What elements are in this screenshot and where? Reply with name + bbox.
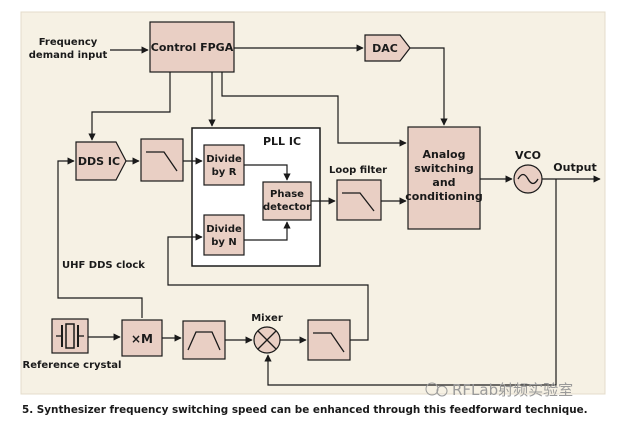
dac-label: DAC (372, 42, 398, 55)
dds-ic-label: DDS IC (78, 155, 120, 168)
phase-detector-label-2: detector (263, 202, 311, 213)
analog-conditioning-block (407, 126, 481, 230)
divide-by-n-block (203, 214, 245, 256)
vco-label: VCO (515, 149, 541, 162)
signal-lines (57, 44, 601, 386)
lowpass-filter-2 (307, 319, 351, 361)
crystal-icon (56, 323, 84, 349)
watermark-text: RFLab射频实验室 (452, 381, 573, 399)
analog-label-3: and (432, 176, 455, 189)
control-fpga-label: Control FPGA (151, 41, 234, 54)
divide-by-n-label-1: Divide (206, 224, 242, 235)
control-fpga-block (149, 21, 235, 73)
loop-filter-block (336, 179, 382, 221)
lowpass-filter-1-icon (146, 151, 178, 172)
loop-filter-icon (342, 192, 375, 212)
loop-filter-label: Loop filter (329, 165, 387, 176)
figure-caption: 5. Synthesizer frequency switching speed… (22, 404, 588, 416)
analog-label-1: Analog (423, 148, 466, 161)
multiplier-label: ×M (131, 332, 153, 346)
vco-sine-icon (517, 173, 539, 185)
freq-input-label-2: demand input (29, 50, 108, 61)
divide-by-r-block (203, 144, 245, 186)
output-label: Output (553, 161, 596, 174)
bandpass-filter-block (182, 320, 226, 360)
uhf-clock-label: UHF DDS clock (62, 260, 145, 271)
analog-label-2: switching (414, 162, 474, 175)
bandpass-filter-icon (187, 331, 221, 351)
divide-by-r-label-2: by R (212, 167, 237, 178)
reference-crystal-label: Reference crystal (23, 360, 122, 371)
mixer-label: Mixer (251, 313, 283, 324)
lowpass-filter-2-icon (313, 332, 345, 353)
mixer-x-icon (257, 330, 277, 350)
dac-block (364, 34, 411, 62)
phase-detector-block (262, 181, 312, 221)
phase-detector-label-1: Phase (270, 189, 304, 200)
dds-ic-block (75, 141, 127, 181)
analog-label-4: conditioning (405, 190, 482, 203)
pll-ic-label: PLL IC (263, 135, 301, 148)
divide-by-r-label-1: Divide (206, 154, 242, 165)
divide-by-n-label-2: by N (211, 237, 237, 248)
lowpass-filter-1 (140, 138, 184, 182)
freq-input-label-1: Frequency (39, 37, 98, 48)
watermark: RFLab射频实验室 (425, 381, 573, 399)
